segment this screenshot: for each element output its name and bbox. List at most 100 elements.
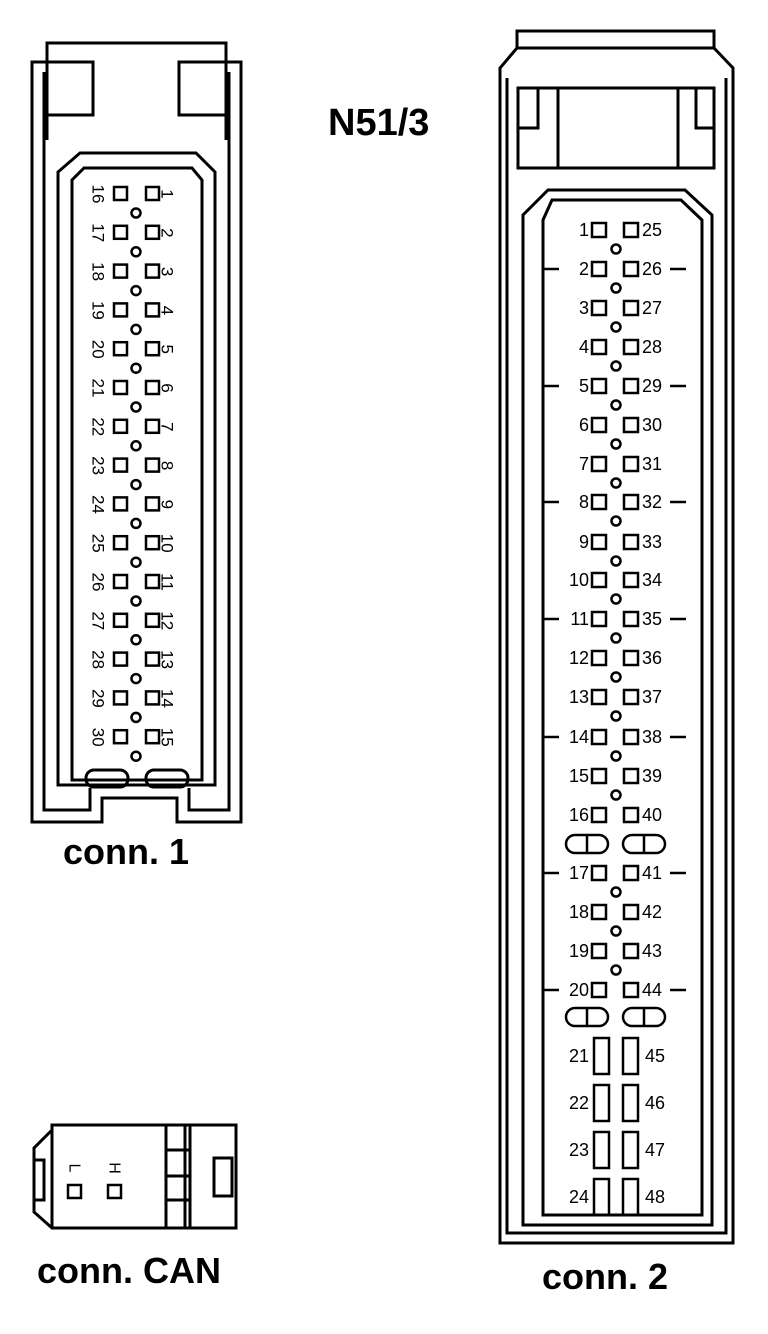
pin-label: 10 [569,570,589,590]
pin-socket [622,649,640,667]
pin-label: 1 [158,189,177,198]
pin-socket [144,302,161,318]
pin-label: 17 [569,863,589,883]
pin-label: 19 [89,301,108,320]
pin-label: 26 [89,573,108,592]
pin-socket [144,690,161,706]
pin-label: 40 [642,805,662,825]
power-pin-socket [621,1130,640,1170]
pin-socket [144,185,161,202]
pin-socket [590,649,608,667]
pin-label: 12 [158,611,177,630]
pin-label: 46 [645,1093,665,1113]
pin-label: 20 [569,980,589,1000]
pin-socket [590,864,608,882]
pin-socket [622,221,640,239]
pin-socket [622,903,640,921]
pin-label: 48 [645,1187,665,1207]
pin-socket [590,806,608,824]
pin-socket [622,942,640,960]
pin-socket [590,728,608,746]
pin-marker [130,711,142,724]
pin-label: 15 [569,766,589,786]
pin-label: 28 [89,650,108,669]
pin-socket [622,767,640,785]
pin-label: 28 [642,337,662,357]
pin-label: 24 [89,495,108,514]
connector-can-label: conn. CAN [37,1250,221,1291]
pin-label: 27 [642,298,662,318]
pin-socket [112,496,129,512]
pin-marker [610,964,622,976]
pin-label: 39 [642,766,662,786]
pin-socket [112,263,129,279]
pin-socket [112,728,129,745]
pin-label: 30 [89,728,108,747]
pin-socket [590,260,608,278]
pin-socket [622,260,640,278]
pin-label: 35 [642,609,662,629]
pin-marker [610,555,622,567]
pin-socket [144,263,161,279]
pin-label: 4 [579,337,589,357]
power-pin-socket [592,1130,611,1170]
pin-marker [610,243,622,255]
power-pin-socket [592,1083,611,1123]
pin-socket [622,455,640,473]
connector-1-label: conn. 1 [63,831,190,872]
module-title: N51/3 [328,102,430,144]
pin-socket [144,418,161,435]
pin-marker [610,438,622,450]
pin-label: 33 [642,532,662,552]
pin-socket [590,981,608,999]
pin-label: 26 [642,259,662,279]
pin-socket [112,418,129,435]
pin-socket [112,224,129,241]
connector-1: 1162173184195206217228239241025112612271… [30,41,243,824]
pin-socket [112,340,129,357]
pin-marker [130,478,142,491]
pin-socket [622,688,640,706]
pin-marker [610,477,622,489]
pin-marker [130,440,142,452]
pin-socket [144,496,161,512]
pin-label: 16 [569,805,589,825]
pin-marker [130,556,142,568]
pin-label: 24 [569,1187,589,1207]
pin-label: 12 [569,648,589,668]
power-pin-socket [592,1177,611,1217]
pin-socket [112,690,129,706]
pin-marker [610,750,622,762]
pin-socket [590,903,608,921]
pin-socket [112,573,129,590]
pin-label: 6 [158,383,177,392]
pin-socket [590,299,608,317]
pin-socket [144,379,161,396]
pin-marker [610,789,622,801]
pin-socket [112,457,129,473]
pin-marker [130,672,142,685]
pin-label: 32 [642,492,662,512]
pin-socket [590,377,608,395]
power-pin-socket [621,1036,640,1076]
pin-socket [144,534,161,551]
pin-marker [610,710,622,722]
pin-label: 18 [569,902,589,922]
pin-label: 29 [642,376,662,396]
pin-socket [622,338,640,356]
power-pin-socket [592,1036,611,1076]
pin-label: 7 [579,454,589,474]
pin-socket [622,981,640,999]
pin-socket [112,651,129,667]
pin-label: 5 [158,344,177,353]
pin-label: 42 [642,902,662,922]
pin-marker [610,399,622,411]
power-pin-socket [621,1177,640,1217]
pin-socket [66,1183,83,1200]
pin-label: 10 [158,534,177,553]
pin-label: 27 [89,611,108,630]
pin-label: 23 [569,1140,589,1160]
pin-label: 15 [158,728,177,747]
